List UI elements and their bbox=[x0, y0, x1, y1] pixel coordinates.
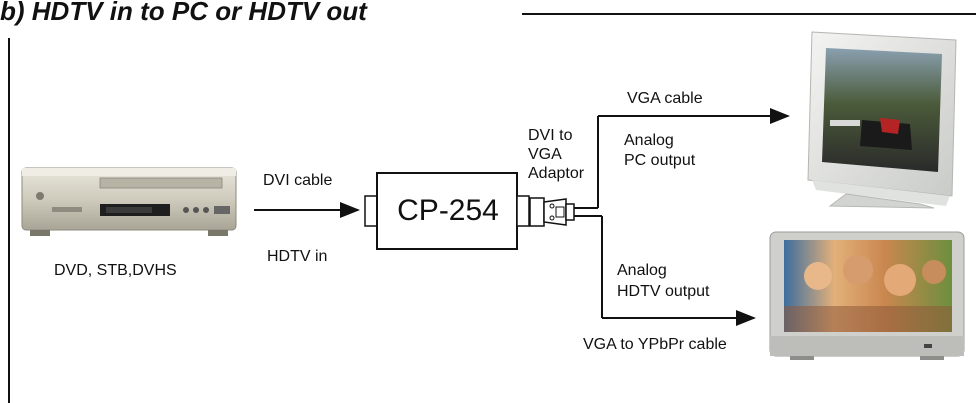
adaptor-label-line1: DVI to bbox=[528, 127, 573, 144]
adaptor-label-line2: VGA bbox=[528, 146, 562, 163]
source-device-label: DVD, STB,DVHS bbox=[54, 262, 177, 279]
analog-hdtv-label-line2: HDTV output bbox=[617, 283, 710, 300]
analog-pc-label-line2: PC output bbox=[624, 152, 696, 169]
tv-icon bbox=[769, 231, 965, 360]
ypbpr-cable-label: VGA to YPbPr cable bbox=[583, 336, 727, 353]
dvi-cable-label: DVI cable bbox=[263, 172, 333, 189]
vga-cable-path bbox=[574, 108, 790, 209]
hdtv-in-label: HDTV in bbox=[267, 248, 328, 265]
cp-254-box bbox=[364, 172, 530, 250]
page-title: b) HDTV in to PC or HDTV out bbox=[0, 0, 367, 26]
adaptor-label-line3: Adaptor bbox=[528, 165, 585, 182]
dvd-player-icon bbox=[21, 167, 237, 236]
converter-label: CP-254 bbox=[397, 194, 499, 227]
pc-monitor-icon bbox=[807, 31, 957, 209]
vga-cable-label: VGA cable bbox=[627, 90, 703, 107]
dvi-vga-adaptor-icon bbox=[529, 197, 575, 227]
ypbpr-cable-path bbox=[574, 215, 756, 326]
analog-pc-label-line1: Analog bbox=[624, 132, 674, 149]
analog-hdtv-label-line1: Analog bbox=[617, 262, 667, 279]
